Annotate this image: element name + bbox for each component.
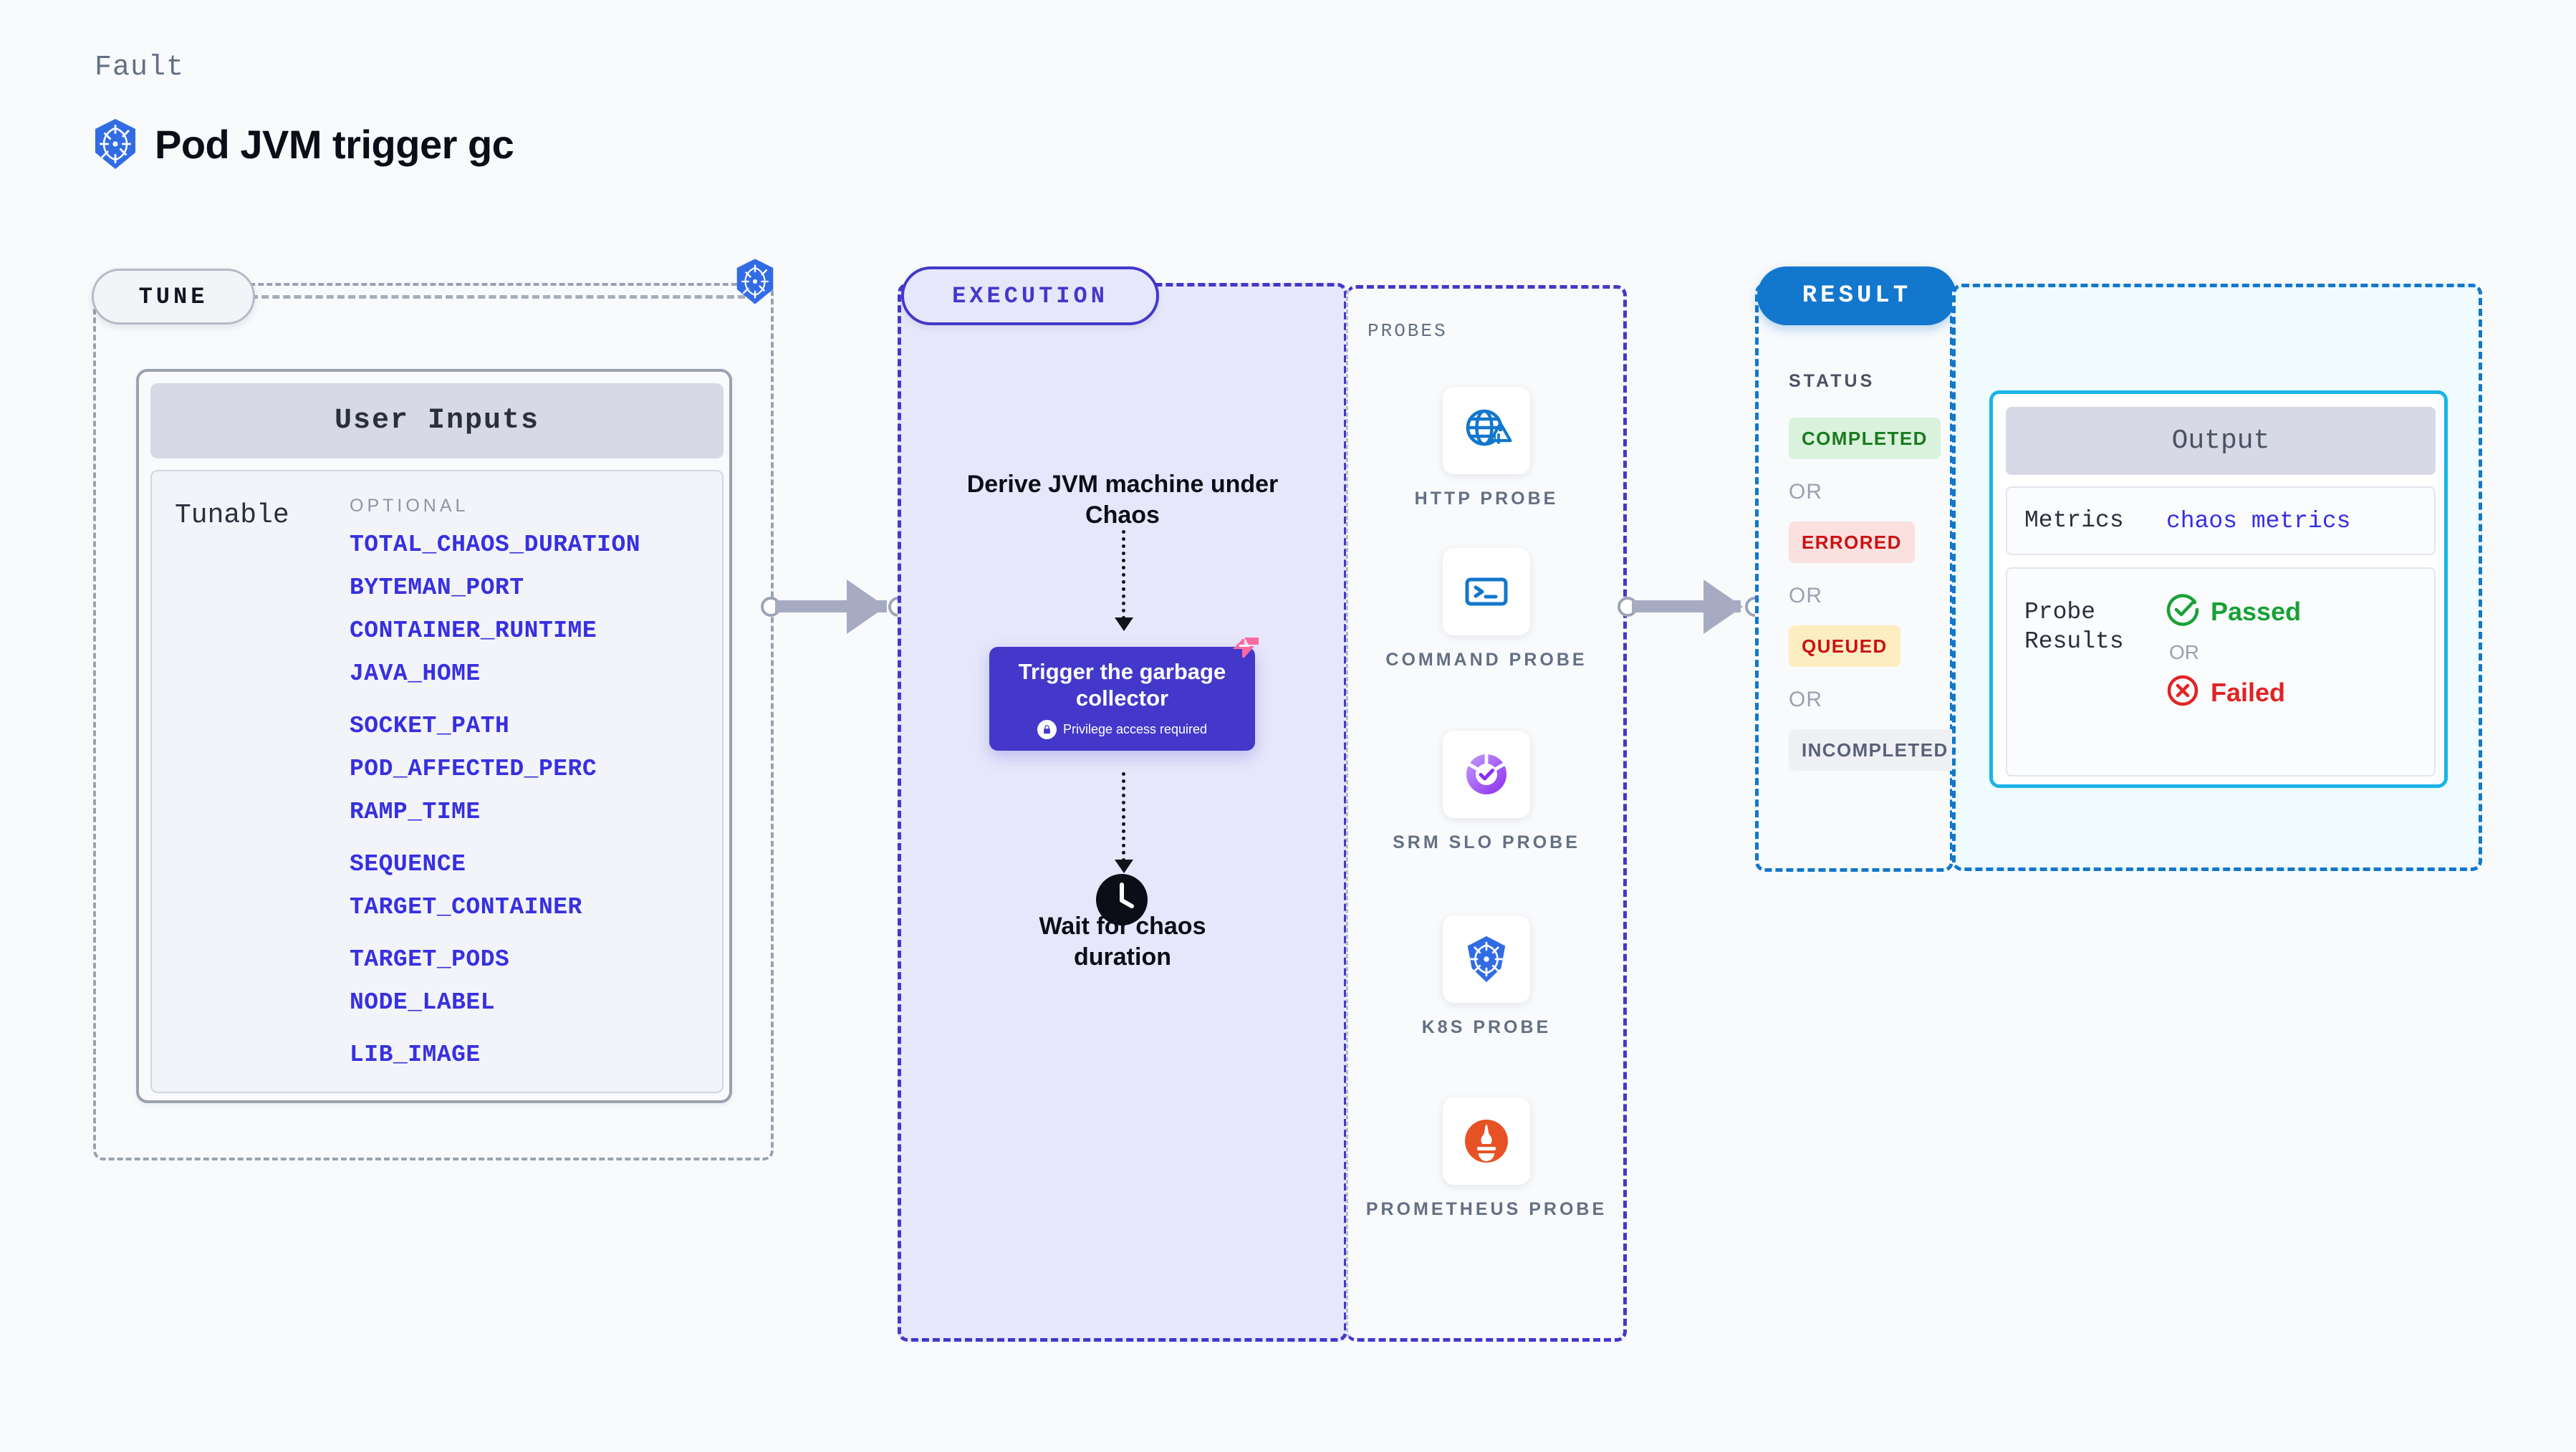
probe-results-value: Passed OR Failed <box>2166 569 2301 711</box>
result-panel <box>1755 283 1953 872</box>
param-byteman-port[interactable]: BYTEMAN_PORT <box>350 574 524 601</box>
privilege-note: Privilege access required <box>1037 720 1208 740</box>
param-socket-path[interactable]: SOCKET_PATH <box>350 713 510 739</box>
probe-srm-slo[interactable]: SRM SLO PROBE <box>1346 731 1627 855</box>
metrics-key: Metrics <box>2024 507 2124 534</box>
kubernetes-icon <box>735 258 775 309</box>
execution-step-wait-duration: Wait for chaos duration <box>1039 913 1206 971</box>
probe-failed-label: Failed <box>2211 677 2286 707</box>
globe-warning-icon <box>1443 387 1530 474</box>
privilege-note-text: Privilege access required <box>1062 722 1208 737</box>
lock-icon <box>1037 720 1057 740</box>
output-row-metrics: Metrics chaos metrics <box>2006 486 2436 555</box>
status-or-2: OR <box>1789 584 1822 607</box>
litmus-flag-icon <box>1230 636 1261 668</box>
probe-http[interactable]: HTTP PROBE <box>1346 387 1627 511</box>
user-inputs-title: User Inputs <box>150 383 724 458</box>
probe-passed-label: Passed <box>2211 596 2302 626</box>
probe-label: HTTP PROBE <box>1414 489 1559 509</box>
param-target-container[interactable]: TARGET_CONTAINER <box>350 894 582 920</box>
metrics-value[interactable]: chaos metrics <box>2166 507 2351 534</box>
status-badge-queued: QUEUED <box>1789 625 1900 667</box>
tunable-param-list: TOTAL_CHAOS_DURATION BYTEMAN_PORT CONTAI… <box>350 533 715 1067</box>
param-java-home[interactable]: JAVA_HOME <box>350 660 481 687</box>
param-lib-image[interactable]: LIB_IMAGE <box>350 1042 481 1068</box>
execution-step-trigger-gc[interactable]: Trigger the garbage collector Privilege … <box>989 647 1255 751</box>
user-inputs-card: User Inputs Tunable OPTIONAL TOTAL_CHAOS… <box>136 369 732 1103</box>
execution-step-derive-jvm: Derive JVM machine under Chaos <box>966 471 1279 529</box>
page-title: Pod JVM trigger gc <box>155 121 514 167</box>
status-or-1: OR <box>1789 480 1822 504</box>
probe-k8s[interactable]: K8S PROBE <box>1346 915 1627 1040</box>
param-ramp-time[interactable]: RAMP_TIME <box>350 799 481 825</box>
terminal-icon <box>1443 548 1530 635</box>
status-badge-completed: COMPLETED <box>1789 418 1941 459</box>
flow-arrow-line <box>1122 530 1125 620</box>
param-pod-affected-perc[interactable]: POD_AFFECTED_PERC <box>350 756 597 782</box>
probe-result-failed: Failed <box>2166 674 2301 711</box>
status-badge-errored: ERRORED <box>1789 521 1915 563</box>
stage-badge-execution[interactable]: EXECUTION <box>901 266 1159 325</box>
param-container-runtime[interactable]: CONTAINER_RUNTIME <box>350 617 597 644</box>
probe-result-passed: Passed <box>2166 593 2301 630</box>
slo-donut-check-icon <box>1443 731 1530 818</box>
page-kicker: Fault <box>95 52 185 84</box>
flow-arrow-line <box>1122 772 1125 862</box>
stage-badge-result[interactable]: RESULT <box>1757 266 1956 325</box>
kubernetes-icon <box>1443 915 1530 1003</box>
tune-connector-dashline <box>251 295 745 299</box>
probes-title: PROBES <box>1368 320 1448 342</box>
status-label: STATUS <box>1789 371 1875 391</box>
flow-arrowhead <box>1115 617 1133 631</box>
probe-label: PROMETHEUS PROBE <box>1365 1199 1607 1219</box>
probe-prometheus[interactable]: PROMETHEUS PROBE <box>1346 1097 1627 1222</box>
stage-badge-tune[interactable]: TUNE <box>92 269 255 324</box>
connector-arrowhead <box>847 580 886 634</box>
probe-label: COMMAND PROBE <box>1385 650 1587 670</box>
page-header: Pod JVM trigger gc <box>93 118 514 170</box>
kubernetes-icon <box>93 118 138 170</box>
probe-command[interactable]: COMMAND PROBE <box>1346 548 1627 673</box>
tune-panel <box>93 283 774 1160</box>
clock-icon <box>1095 872 1149 931</box>
status-badge-incompleted: INCOMPLETED <box>1789 729 1961 771</box>
x-circle-icon <box>2166 674 2199 711</box>
user-inputs-body: Tunable OPTIONAL TOTAL_CHAOS_DURATION BY… <box>150 470 724 1093</box>
param-total-chaos-duration[interactable]: TOTAL_CHAOS_DURATION <box>350 532 641 558</box>
param-target-pods[interactable]: TARGET_PODS <box>350 946 510 973</box>
check-circle-icon <box>2166 593 2199 630</box>
connector-arrowhead <box>1703 580 1743 634</box>
param-sequence[interactable]: SEQUENCE <box>350 851 466 878</box>
prometheus-icon <box>1443 1097 1530 1185</box>
tunable-row-label: Tunable <box>175 500 289 531</box>
flow-arrowhead <box>1115 860 1133 873</box>
trigger-gc-title: Trigger the garbage collector <box>1018 658 1226 711</box>
probe-label: SRM SLO PROBE <box>1393 832 1580 852</box>
output-title: Output <box>2006 407 2436 475</box>
status-or-3: OR <box>1789 688 1822 711</box>
optional-group-label: OPTIONAL <box>350 496 469 516</box>
param-node-label[interactable]: NODE_LABEL <box>350 989 496 1016</box>
probe-label: K8S PROBE <box>1421 1017 1552 1037</box>
probe-or: OR <box>2169 641 2199 663</box>
